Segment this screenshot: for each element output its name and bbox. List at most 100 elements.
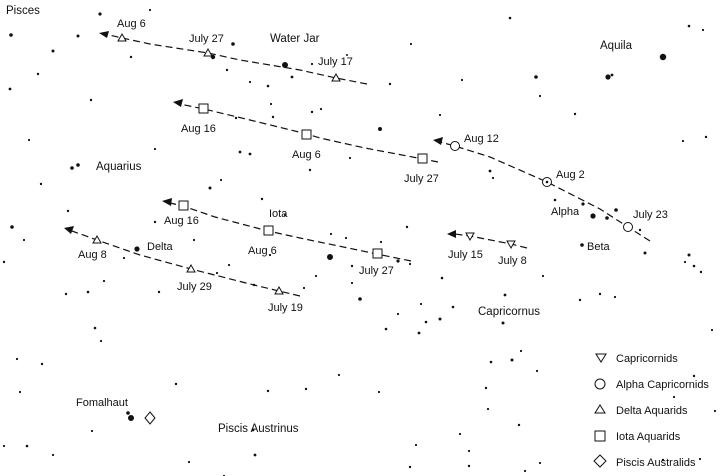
background-star <box>350 264 354 268</box>
constellation-label-pisces: Pisces <box>6 5 40 17</box>
background-star <box>329 232 333 236</box>
date-label: July 23 <box>633 209 668 221</box>
background-star <box>304 387 308 391</box>
background-star <box>581 202 585 206</box>
background-star <box>128 415 134 421</box>
background-star <box>405 225 409 229</box>
background-star <box>51 49 55 53</box>
legend-symbol-iota-aquarids <box>594 430 606 442</box>
background-star <box>126 411 130 415</box>
background-star <box>610 73 614 77</box>
background-star <box>219 178 223 182</box>
background-star <box>438 113 442 117</box>
star-label-fomalhaut: Fomalhaut <box>76 397 128 409</box>
background-star <box>27 138 31 142</box>
background-star <box>508 16 512 20</box>
background-star <box>253 453 257 457</box>
background-star <box>314 274 318 278</box>
arrowhead-delta-north <box>99 31 109 38</box>
delta-aquarids-marker-aug6 <box>117 32 127 42</box>
background-star <box>517 423 521 427</box>
background-star <box>174 382 178 386</box>
background-star <box>614 208 618 212</box>
background-star <box>503 293 507 297</box>
background-star <box>523 469 527 473</box>
background-star <box>438 317 442 321</box>
iota-aquarids-marker-s-aug6 <box>263 225 274 236</box>
background-star <box>122 256 126 260</box>
background-star <box>348 156 352 160</box>
legend-symbol-alpha-capricornids <box>594 378 606 390</box>
background-star <box>227 263 231 267</box>
background-star <box>486 407 490 411</box>
background-star <box>248 152 252 156</box>
arrowhead-alpha-capricornids <box>433 137 443 145</box>
arrowhead-delta-south <box>64 226 74 234</box>
background-star <box>659 53 667 61</box>
background-star <box>39 182 43 186</box>
background-star <box>408 262 412 266</box>
legend-label-iota-aquarids: Iota Aquarids <box>616 431 681 443</box>
background-star <box>590 213 596 219</box>
arrowhead-iota-south <box>162 198 172 206</box>
date-label: July 8 <box>498 255 527 267</box>
background-star <box>605 216 609 220</box>
background-star <box>86 290 90 294</box>
background-star <box>683 260 687 264</box>
date-label: July 17 <box>318 56 353 68</box>
background-star <box>327 254 333 260</box>
background-star <box>208 186 212 190</box>
constellation-label-aquarius: Aquarius <box>96 161 142 173</box>
legend-label-alpha-capricornids: Alpha Capricornids <box>616 379 709 391</box>
date-label: Aug 6 <box>117 18 146 30</box>
constellation-label-water-jar: Water Jar <box>270 33 320 45</box>
background-star <box>89 98 93 102</box>
background-star <box>93 326 97 330</box>
background-star <box>337 373 341 377</box>
background-star <box>613 295 617 299</box>
background-star <box>192 238 196 242</box>
alpha-capricornids-marker-aug2-dot <box>545 180 549 184</box>
star-label-delta: Delta <box>147 241 174 253</box>
background-star <box>692 374 696 378</box>
delta-aquarids-marker-s-july29 <box>186 263 196 273</box>
alpha-capricornids-marker-july23 <box>623 222 633 232</box>
background-star <box>605 74 611 80</box>
background-star <box>70 166 74 170</box>
background-star <box>350 281 354 285</box>
background-star <box>98 12 102 16</box>
background-star <box>51 453 55 457</box>
background-star <box>573 112 577 116</box>
date-label: July 27 <box>359 265 394 277</box>
background-star <box>467 464 471 468</box>
background-star <box>419 302 423 306</box>
alpha-capricornids-marker-aug12 <box>450 141 460 151</box>
delta-aquarids-marker-s-july19 <box>274 285 284 295</box>
background-star <box>231 42 235 46</box>
stream-path-capricornids <box>454 233 528 249</box>
legend-label-capricornids: Capricornids <box>616 353 678 365</box>
iota-aquarids-marker-aug16 <box>198 103 209 114</box>
stream-path-iota-north <box>179 103 439 163</box>
date-label: July 19 <box>268 302 303 314</box>
background-star <box>541 274 545 278</box>
background-star <box>2 444 6 448</box>
capricornids-marker-july15 <box>465 232 475 242</box>
background-star <box>510 358 514 362</box>
background-star <box>698 457 702 461</box>
constellation-label-piscis-austrinus: Piscis Austrinus <box>218 423 299 435</box>
legend-label-piscis-australids: Piscis Australids <box>616 457 696 469</box>
arrowhead-iota-north <box>173 99 183 107</box>
background-star <box>268 253 272 257</box>
background-star <box>248 80 252 84</box>
delta-aquarids-marker-s-aug8 <box>92 234 102 244</box>
background-star <box>538 461 542 465</box>
constellation-label-capricornus: Capricornus <box>478 306 540 318</box>
background-star <box>22 238 26 242</box>
background-star <box>396 259 400 263</box>
background-star <box>40 362 44 366</box>
background-star <box>308 168 312 172</box>
background-star <box>134 246 140 252</box>
